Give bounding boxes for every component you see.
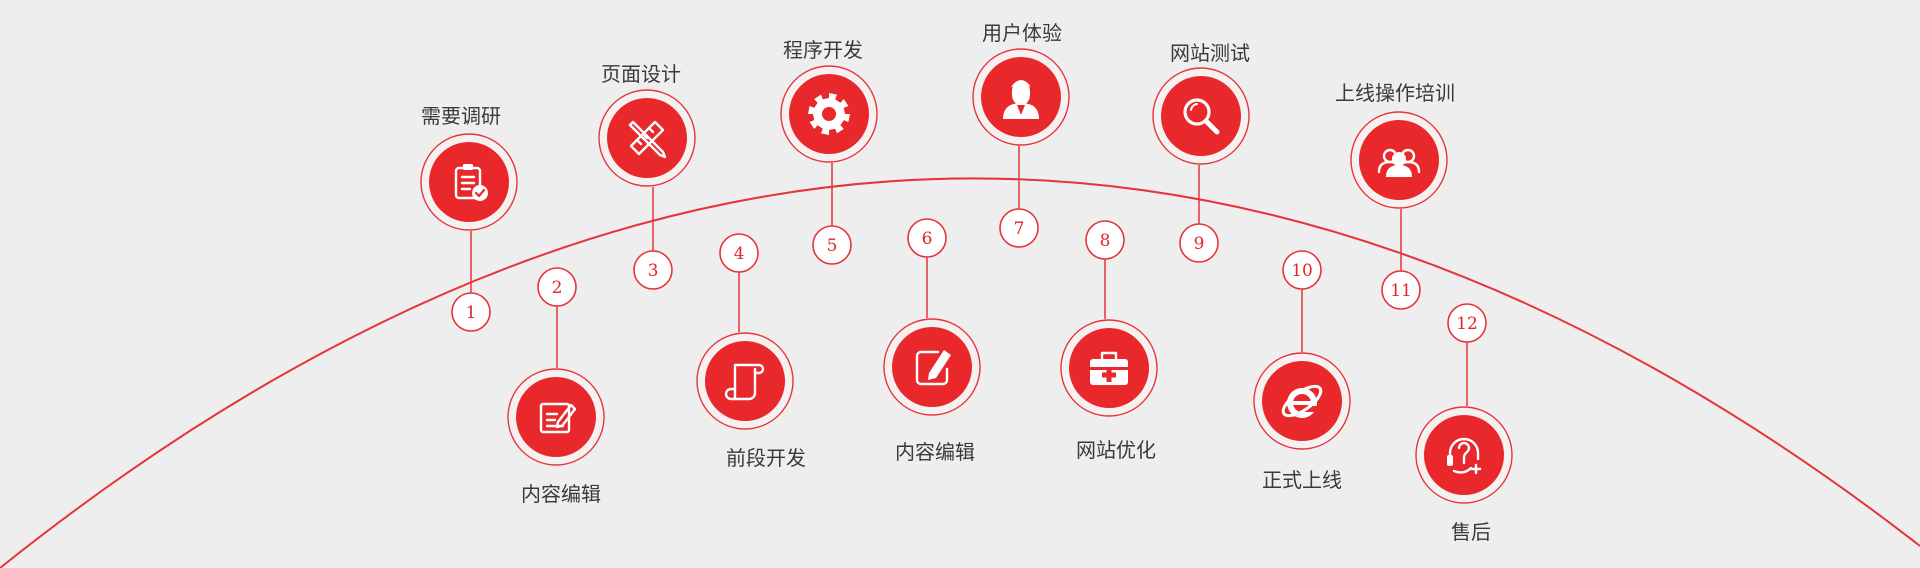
step-marker-10: 10	[1282, 250, 1322, 290]
step-marker-8: 8	[1085, 220, 1125, 260]
timeline-arc	[0, 177, 1920, 568]
step-badge-4	[696, 332, 794, 430]
clipboard-check-icon	[454, 164, 488, 201]
step-marker-5: 5	[812, 225, 852, 265]
first-aid-kit-icon	[1090, 351, 1128, 385]
ruler-pencil-icon	[628, 120, 667, 159]
edit-square-icon	[915, 350, 951, 386]
step-badge-1	[420, 133, 518, 231]
step-number-11: 11	[1390, 281, 1412, 301]
step-marker-6: 6	[907, 218, 947, 258]
step-label-9: 网站测试	[1170, 41, 1250, 65]
step-number-12: 12	[1456, 314, 1478, 334]
step-label-11: 上线操作培训	[1335, 81, 1455, 105]
step-label-4: 前段开发	[726, 446, 806, 470]
step-badge-6	[883, 318, 981, 416]
step-number-8: 8	[1100, 231, 1111, 251]
step-number-3: 3	[648, 261, 659, 281]
step-number-5: 5	[827, 236, 838, 256]
step-marker-11: 11	[1381, 270, 1421, 310]
support-headset-icon	[1447, 437, 1482, 475]
step-badge-12	[1415, 406, 1513, 504]
step-label-3: 页面设计	[601, 62, 681, 86]
step-marker-4: 4	[719, 233, 759, 273]
internet-explorer-icon	[1281, 384, 1323, 418]
step-marker-3: 3	[633, 250, 673, 290]
step-number-10: 10	[1291, 261, 1313, 281]
step-badge-3	[598, 89, 696, 187]
step-badge-9	[1152, 67, 1250, 165]
scroll-icon	[724, 363, 765, 401]
gear-icon	[808, 93, 850, 135]
step-number-1: 1	[466, 303, 477, 323]
user-icon	[1003, 80, 1039, 119]
step-marker-9: 9	[1179, 223, 1219, 263]
step-label-10: 正式上线	[1262, 468, 1342, 492]
step-number-6: 6	[922, 229, 933, 249]
step-label-2: 内容编辑	[521, 482, 601, 506]
step-label-5: 程序开发	[783, 38, 863, 62]
team-icon	[1377, 148, 1421, 177]
edit-note-icon	[539, 402, 577, 434]
step-marker-7: 7	[999, 208, 1039, 248]
step-marker-1: 1	[451, 292, 491, 332]
step-label-8: 网站优化	[1076, 438, 1156, 462]
magnifier-icon	[1183, 98, 1220, 135]
step-badge-10	[1253, 352, 1351, 450]
step-label-7: 用户体验	[982, 21, 1062, 45]
step-number-7: 7	[1014, 219, 1025, 239]
step-label-12: 售后	[1451, 520, 1491, 544]
step-label-6: 内容编辑	[895, 440, 975, 464]
step-label-1: 需要调研	[421, 104, 501, 128]
step-badge-5	[780, 65, 878, 163]
step-marker-2: 2	[537, 267, 577, 307]
step-badge-11	[1350, 111, 1448, 209]
step-badge-8	[1060, 319, 1158, 417]
step-number-4: 4	[734, 244, 745, 264]
step-badge-7	[972, 48, 1070, 146]
step-number-2: 2	[552, 278, 563, 298]
step-badge-2	[507, 368, 605, 466]
step-number-9: 9	[1194, 234, 1205, 254]
step-marker-12: 12	[1447, 303, 1487, 343]
